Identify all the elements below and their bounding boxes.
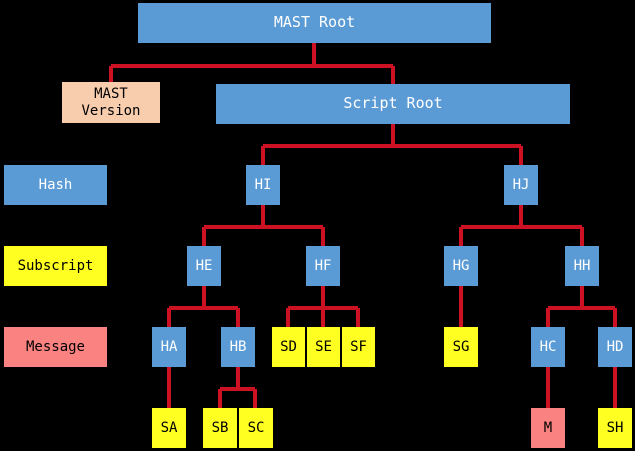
edge-hf-to-children — [286, 286, 360, 327]
legend-subscript: Subscript — [4, 246, 107, 286]
node-se[interactable]: SE — [307, 327, 340, 367]
node-hg[interactable]: HG — [444, 246, 478, 286]
node-hf[interactable]: HF — [306, 246, 340, 286]
node-sc[interactable]: SC — [239, 408, 273, 448]
edge-scriptroot-to-children — [261, 124, 523, 165]
node-hi[interactable]: HI — [246, 165, 280, 205]
node-sg[interactable]: SG — [444, 327, 478, 367]
edge-hj-to-children — [459, 205, 584, 246]
node-sb[interactable]: SB — [203, 408, 237, 448]
node-mast-version[interactable]: MAST Version — [62, 82, 160, 123]
edge-mastroot-to-children — [109, 43, 395, 84]
legend-message: Message — [4, 327, 107, 367]
edge-hi-to-children — [202, 205, 325, 246]
node-sa[interactable]: SA — [152, 408, 186, 448]
node-hj[interactable]: HJ — [504, 165, 538, 205]
node-sh[interactable]: SH — [598, 408, 632, 448]
edge-hb-to-children — [218, 367, 257, 408]
node-hb[interactable]: HB — [221, 327, 255, 367]
node-script-root[interactable]: Script Root — [216, 84, 570, 124]
legend-hash: Hash — [4, 165, 107, 205]
node-ha[interactable]: HA — [152, 327, 186, 367]
node-mast-root[interactable]: MAST Root — [138, 3, 491, 43]
node-hh[interactable]: HH — [565, 246, 599, 286]
node-sf[interactable]: SF — [342, 327, 375, 367]
edge-hh-to-children — [546, 286, 617, 327]
node-sd[interactable]: SD — [272, 327, 305, 367]
edge-he-to-children — [167, 286, 240, 327]
node-he[interactable]: HE — [187, 246, 221, 286]
node-m[interactable]: M — [531, 408, 565, 448]
node-hd[interactable]: HD — [598, 327, 632, 367]
node-hc[interactable]: HC — [531, 327, 565, 367]
